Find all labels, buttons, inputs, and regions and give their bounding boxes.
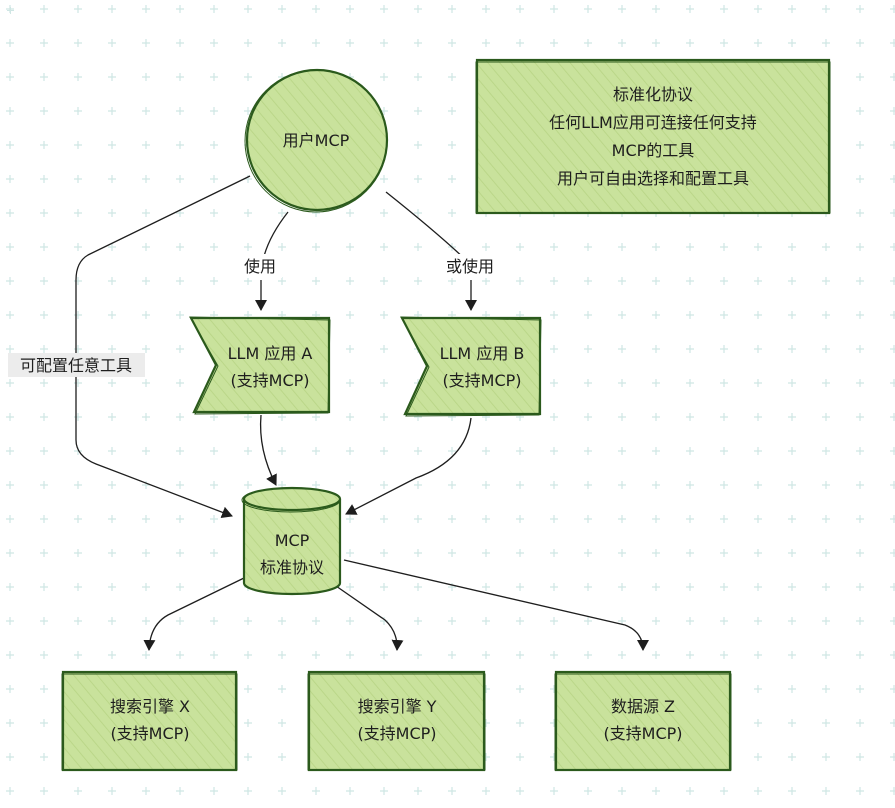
node-search-x-line-1: 搜索引擎 X xyxy=(110,697,190,716)
edge-mcp-to-search-x xyxy=(143,577,245,651)
edge-llm-b-to-mcp xyxy=(345,417,472,515)
node-user-mcp-label: 用户MCP xyxy=(283,131,350,150)
node-user-mcp: 用户MCP xyxy=(244,68,389,213)
node-llm-app-a-line-1: LLM 应用 A xyxy=(228,344,313,363)
edge-llm-a-to-mcp xyxy=(259,414,277,486)
node-data-z-line-2: (支持MCP) xyxy=(603,724,682,743)
node-search-x-line-2: (支持MCP) xyxy=(110,724,189,743)
node-llm-app-a: LLM 应用 A (支持MCP) xyxy=(189,316,331,415)
node-search-y-line-1: 搜索引擎 Y xyxy=(358,697,437,716)
node-mcp-line-1: MCP xyxy=(275,531,310,550)
note-box: 标准化协议 任何LLM应用可连接任何支持 MCP的工具 用户可自由选择和配置工具 xyxy=(475,58,831,215)
edge-mcp-to-search-y xyxy=(335,585,404,651)
node-llm-app-b-line-2: (支持MCP) xyxy=(442,371,521,390)
note-line-4: 用户可自由选择和配置工具 xyxy=(557,169,749,188)
node-mcp-protocol: MCP 标准协议 xyxy=(241,486,342,596)
node-search-engine-x: 搜索引擎 X (支持MCP) xyxy=(61,670,238,772)
node-llm-app-b-line-1: LLM 应用 B xyxy=(440,344,525,363)
edge-mcp-to-data-z xyxy=(343,559,649,651)
note-line-2: 任何LLM应用可连接任何支持 xyxy=(549,113,757,132)
node-data-source-z: 数据源 Z (支持MCP) xyxy=(554,670,732,772)
edges xyxy=(75,175,649,651)
node-search-y-line-2: (支持MCP) xyxy=(357,724,436,743)
edge-label-or-use: 或使用 xyxy=(446,257,494,276)
node-llm-app-a-line-2: (支持MCP) xyxy=(230,371,309,390)
note-line-1: 标准化协议 xyxy=(613,85,693,104)
node-data-z-line-1: 数据源 Z xyxy=(611,697,675,716)
note-line-3: MCP的工具 xyxy=(612,141,695,160)
edge-label-use: 使用 xyxy=(244,257,276,276)
node-mcp-line-2: 标准协议 xyxy=(260,558,324,577)
node-search-engine-y: 搜索引擎 Y (支持MCP) xyxy=(307,670,486,772)
node-llm-app-b: LLM 应用 B (支持MCP) xyxy=(400,316,542,417)
edge-labels: 使用 或使用 可配置任意工具 xyxy=(8,254,503,377)
edge-label-configure: 可配置任意工具 xyxy=(20,356,132,375)
